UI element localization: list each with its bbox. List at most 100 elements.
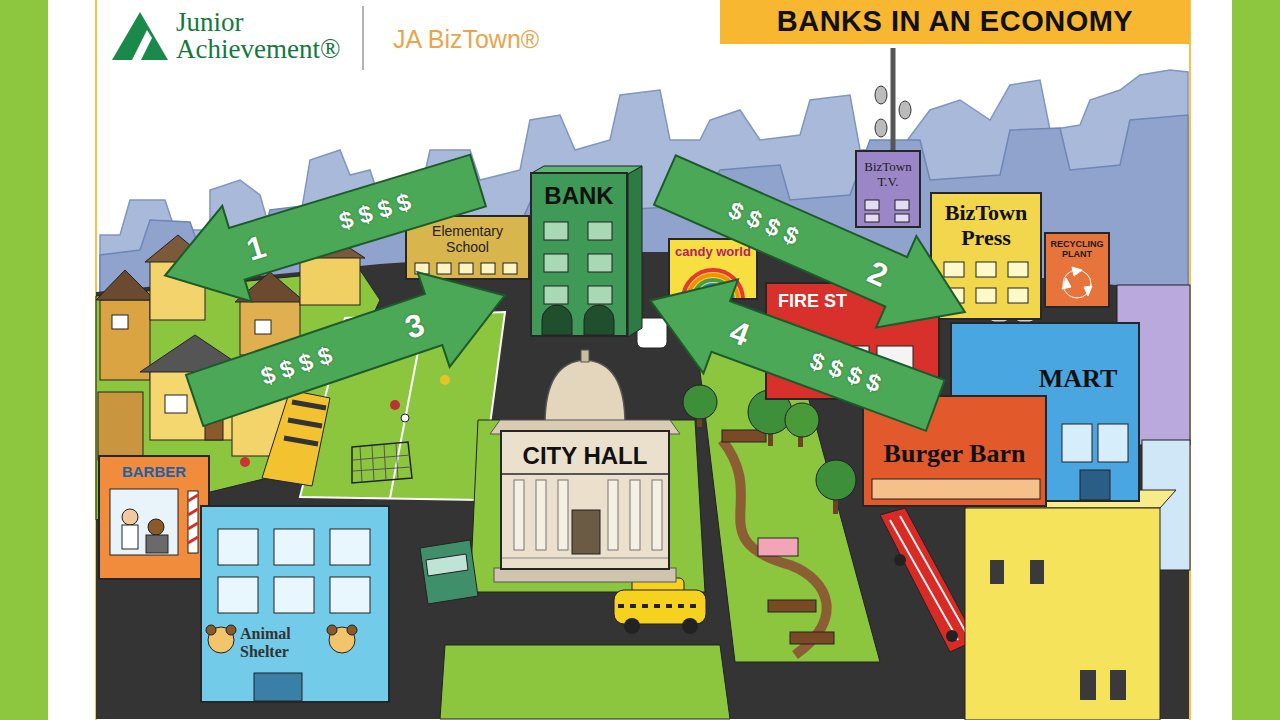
bus-windows [284,402,326,444]
tv-station: BizTown T.V. [855,150,921,228]
window [1008,262,1028,277]
school-bus [262,390,330,486]
logo-stripe [132,30,152,60]
window [544,254,568,272]
window [437,263,451,274]
dog-ear [327,625,337,635]
satellite-dish [875,86,887,104]
city-hall: CITY HALL [500,430,670,570]
window [503,263,517,274]
recycle-arrow [1072,267,1082,276]
garage-door [877,346,913,388]
window [544,222,568,240]
fire-truck [880,508,976,652]
window [976,262,996,277]
building-window [1110,670,1126,700]
column [652,480,662,550]
satellite-dish [899,101,911,119]
truck-ladder [890,516,968,640]
dog-ear [226,625,236,635]
building-sign: Elementary School [411,223,524,255]
door [254,673,302,701]
window [330,529,370,565]
logo-divider [362,6,364,70]
picnic-table [768,600,816,612]
barber-shop: BARBER [98,455,210,580]
column [514,480,524,550]
window [330,577,370,613]
building-sign: CITY HALL [506,442,664,470]
pole-stripe [188,495,198,543]
window [274,529,314,565]
door [1080,470,1110,500]
bank-building: BANK [530,172,628,337]
scene-frame [96,0,1190,720]
building-sign: BANK [534,182,624,210]
building-sign: Burger Barn [868,439,1041,469]
building-sign: Animal Shelter [240,625,320,662]
barber-chair [146,535,168,553]
window [944,288,964,303]
window [865,214,879,222]
house-window [165,395,187,413]
green-car [420,540,478,604]
building-window [1030,560,1044,584]
goal-net [353,444,411,482]
window [1008,288,1028,303]
yellow-building [965,508,1160,720]
barber-pole [188,491,198,553]
picnic-table [790,632,834,644]
city-hall-lawn [470,420,705,592]
window [218,529,258,565]
taxi-checker [618,604,702,608]
wheel [894,554,906,566]
recycling-plant: RECYCLING PLANT [1044,232,1110,308]
window [218,577,258,613]
city-hall-steps [494,568,676,582]
tree [816,460,856,500]
bottom-lawn [440,645,730,719]
tv-antenna [891,48,896,152]
window [544,286,568,304]
house-window [255,320,271,334]
building-sign: BizTown Press [936,200,1036,251]
building-window [990,560,1004,584]
window [1062,424,1092,462]
window [274,577,314,613]
dog-ear [206,625,216,635]
window [459,263,473,274]
column [630,480,640,550]
building-window [1080,670,1096,700]
logo-triangle [112,12,168,60]
building-sign: BizTown T.V. [860,160,916,190]
window [588,254,612,272]
animal-shelter: Animal Shelter [200,505,390,703]
window [865,200,879,210]
window [781,346,817,366]
building-sign: RECYCLING PLANT [1048,239,1106,260]
recycle-arrow [1084,286,1092,296]
window-strip [872,479,1040,499]
frieze [502,473,668,475]
logo-wordmark: Junior Achievement® [176,9,358,63]
building-detail [202,507,388,701]
window [976,288,996,303]
car-window [426,554,468,576]
garage-door [833,346,869,388]
bank-side [628,166,642,337]
house [100,300,150,380]
soccer-ball [401,414,409,422]
column [558,480,568,550]
dome-knob [581,350,589,362]
column [536,480,546,550]
person [240,457,250,467]
satellite-dish [875,119,887,137]
door-arch [542,305,572,335]
wheel [624,618,640,634]
wheel [946,630,958,642]
window [1098,424,1128,462]
player [440,375,450,385]
window [944,262,964,277]
building-sign: BARBER [102,463,206,480]
building-sign: FIRE ST [778,291,847,312]
